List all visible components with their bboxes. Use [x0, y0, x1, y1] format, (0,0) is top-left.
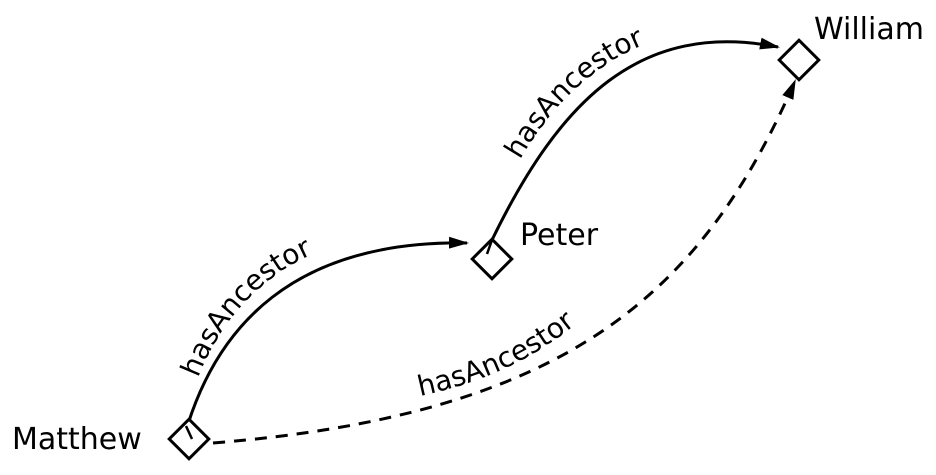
edge-peter-william — [490, 37, 780, 241]
node-peter — [470, 237, 514, 281]
node-label-william: William — [814, 12, 924, 47]
edge-label-matthew-peter: hasAncestor — [174, 230, 316, 380]
node-label-peter: Peter — [520, 218, 599, 253]
edge-matthew-peter — [186, 236, 469, 425]
node-label-matthew: Matthew — [12, 422, 142, 457]
node-william-diamond — [777, 38, 821, 82]
node-peter-diamond — [470, 237, 514, 281]
node-william — [777, 38, 821, 82]
node-peter-tick — [485, 239, 494, 255]
edge-matthew-william — [212, 79, 797, 445]
edge-label-peter-william: hasAncestor — [498, 20, 648, 163]
node-matthew-tick — [184, 425, 194, 440]
node-matthew-diamond — [167, 417, 211, 461]
edge-label-matthew-william: hasAncestor — [414, 303, 580, 402]
node-matthew — [167, 417, 211, 461]
